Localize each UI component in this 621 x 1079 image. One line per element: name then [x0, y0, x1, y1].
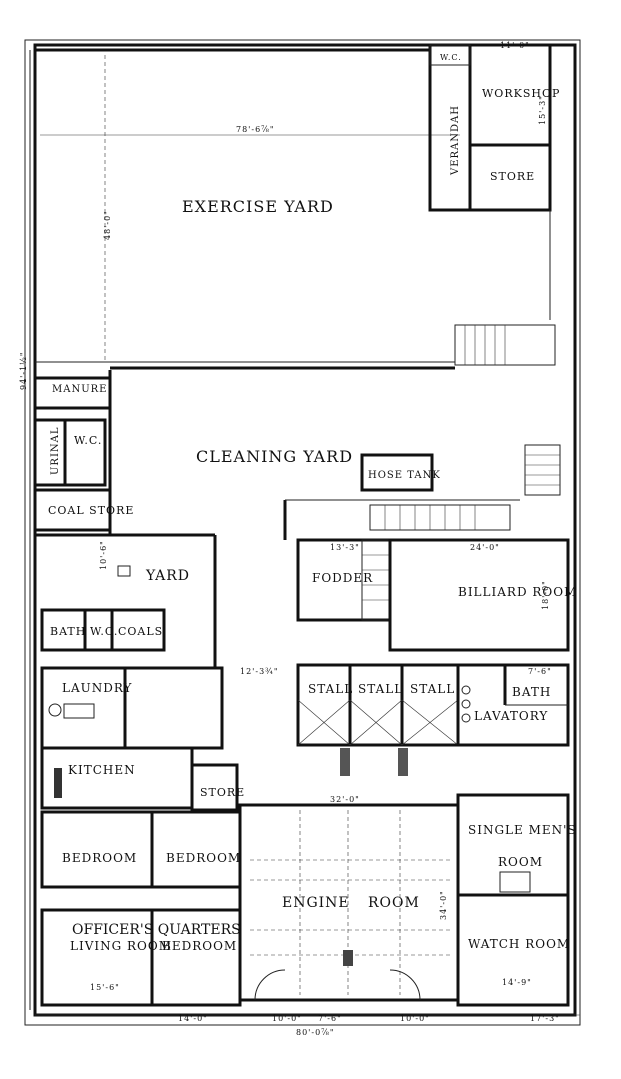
manure-label: MANURE [52, 384, 107, 395]
exercise-yard-label: EXERCISE YARD [182, 197, 334, 216]
bottom-seg-3: 10'-0" [400, 1014, 430, 1023]
hose-tank-label: HOSE TANK [368, 470, 441, 481]
stall-3-label: STALL [410, 682, 455, 696]
kitchen: KITCHEN [40, 746, 194, 810]
engine-room-label: ENGINE [282, 895, 350, 911]
stalls: STALL STALL STALL [296, 663, 460, 776]
coal-store-label: COAL STORE [48, 504, 134, 517]
billiard-width: 24'-0" [470, 543, 500, 552]
steps-upper [454, 324, 556, 366]
bottom-seg-4: 14'-0" [178, 1014, 208, 1023]
laundry: LAUNDRY 12'-3¾" [40, 666, 279, 750]
left-height: 94'-1½" [19, 351, 28, 390]
coal-store: COAL STORE [33, 488, 134, 532]
bottom-seg-5: 17'-3" [530, 1014, 560, 1023]
engine-room-width: 32'-0" [330, 795, 360, 804]
bath-width: 7'-6" [528, 667, 552, 676]
kitchen-label: KITCHEN [68, 763, 136, 777]
exercise-yard: EXERCISE YARD 78'-6⅞" 48'-0" 94'-1½" [19, 48, 460, 390]
bottom-seg-2: 7'-6" [318, 1014, 342, 1023]
wc-left-label: W.C. [74, 434, 102, 447]
yard-depth: 10'-6" [99, 540, 108, 570]
billiard-room-label-1: BILLIARD ROOM [458, 585, 577, 599]
urinal-label: URINAL [50, 426, 61, 475]
yard-label: YARD [145, 568, 190, 584]
store-top-label: STORE [490, 170, 535, 183]
single-mens-label-1: SINGLE MEN'S [468, 823, 577, 837]
lavatory-label: LAVATORY [474, 709, 548, 723]
engine-room: ENGINE ROOM 32'-0" 34'-0" [238, 795, 460, 1002]
living-room-width: 15'-6" [90, 983, 120, 992]
total-width: 80'-0⅞" [296, 1028, 335, 1037]
fodder-label: FODDER [312, 571, 373, 585]
billiard-depth: 18'-0" [541, 580, 550, 610]
engine-room-depth: 34'-0" [439, 890, 448, 920]
bath-wc-coals: BATH W.C. COALS [40, 608, 166, 652]
laundry-width: 12'-3¾" [240, 667, 279, 676]
store-top-width: 11'-0" [500, 41, 530, 50]
store-mid: STORE [190, 763, 245, 812]
store-mid-label: STORE [200, 786, 245, 799]
bedrooms-row: BEDROOM BEDROOM [40, 810, 242, 889]
watch-room: WATCH ROOM 14'-9" [456, 893, 570, 1007]
single-mens-room: SINGLE MEN'S ROOM [456, 793, 577, 897]
cleaning-yard: CLEANING YARD HOSE TANK [108, 370, 520, 540]
cleaning-yard-label: CLEANING YARD [196, 447, 353, 466]
exercise-yard-width: 78'-6⅞" [236, 125, 275, 134]
wc-top-label: W.C. [440, 53, 462, 62]
workshop-label: WORKSHOP [482, 87, 560, 100]
workshop-side-dim: 15'-3" [538, 95, 547, 125]
watch-room-label: WATCH ROOM [468, 937, 570, 951]
fodder-room: FODDER 13'-3" [296, 538, 392, 622]
coals-label: COALS [118, 625, 163, 638]
single-mens-label-2: ROOM [498, 855, 543, 869]
bath-lavatory: BATH LAVATORY 7'-6" [456, 663, 570, 747]
stall-2-label: STALL [358, 682, 403, 696]
bedroom-left-label: BEDROOM [62, 851, 137, 865]
exercise-yard-height: 48'-0" [103, 210, 112, 240]
manure-block: MANURE URINAL W.C. [33, 376, 112, 487]
yard: YARD 10'-6" [35, 533, 217, 668]
officers-quarters: OFFICER'S QUARTERS LIVING ROOM BEDROOM 1… [40, 908, 242, 1007]
bottom-dimensions: 80'-0⅞" 10'-0" 7'-6" 10'-0" 14'-0" 17'-3… [35, 1014, 580, 1037]
officers-quarters-label: OFFICER'S QUARTERS [72, 922, 241, 938]
bath-right-label: BATH [512, 685, 551, 699]
bottom-seg-1: 10'-0" [272, 1014, 302, 1023]
engine-room-room-label: ROOM [368, 895, 420, 911]
living-room-label: LIVING ROOM [70, 939, 172, 953]
bedroom-mid-label: BEDROOM [166, 851, 241, 865]
workshop-block: W.C. WORKSHOP STORE VERANDAH 15'-3" 11'-… [428, 41, 560, 320]
fodder-width: 13'-3" [330, 543, 360, 552]
watch-room-width: 14'-9" [502, 978, 532, 987]
wc-mid-label: W.C. [90, 625, 118, 638]
verandah-label: VERANDAH [450, 105, 461, 176]
stall-1-label: STALL [308, 682, 353, 696]
billiard-room: BILLIARD ROOM 24'-0" 18'-0" [388, 538, 577, 652]
laundry-label: LAUNDRY [62, 681, 133, 695]
bath-left-label: BATH [50, 625, 86, 638]
steps-lower [369, 444, 561, 531]
bedroom-bottom-label: BEDROOM [162, 939, 237, 953]
outer-boundary-line [24, 39, 581, 1026]
